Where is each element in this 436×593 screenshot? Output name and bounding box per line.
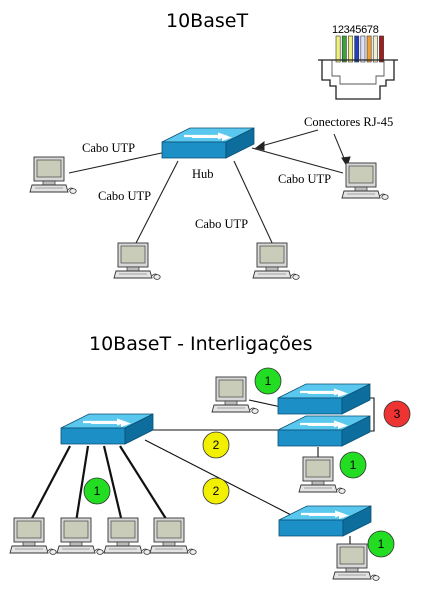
computer-icon: [56, 517, 104, 555]
computer-icon: [149, 517, 197, 555]
badge: 2: [202, 431, 230, 459]
title-10baset: 10BaseT: [166, 10, 248, 32]
pin-wire: [348, 35, 353, 63]
badge: 3: [383, 400, 411, 428]
computer-icon: [341, 162, 389, 200]
svg-text:1: 1: [265, 374, 272, 388]
svg-text:3: 3: [394, 407, 401, 421]
pin-wire: [360, 35, 366, 63]
pin-wire: [379, 35, 384, 63]
pin-wire: [366, 35, 372, 63]
svg-text:1: 1: [378, 537, 385, 551]
badge: 1: [83, 477, 111, 505]
switch-icon: [276, 414, 372, 448]
computer-icon: [252, 242, 300, 280]
badge: 1: [339, 451, 367, 479]
cable-label: Cabo UTP: [98, 189, 151, 203]
computer-icon: [298, 456, 346, 494]
connectors-label: Conectores RJ-45: [304, 115, 393, 129]
computer-icon: [113, 242, 161, 280]
computer-icon: [9, 517, 57, 555]
switch-icon: [277, 504, 373, 538]
svg-text:2: 2: [213, 438, 220, 452]
connector-arrows: [254, 129, 351, 168]
cable-label: Cabo UTP: [195, 217, 248, 231]
title-interligacoes: 10BaseT - Interligações: [89, 333, 313, 355]
computer-icon: [29, 156, 77, 194]
computer-icon: [211, 376, 259, 414]
badge: 1: [367, 530, 395, 558]
svg-text:2: 2: [213, 484, 220, 498]
badge: 2: [202, 477, 230, 505]
switch-icon: [59, 412, 155, 446]
hub-icon: [160, 126, 256, 160]
pin-wire: [354, 35, 360, 63]
switch-icon: [276, 382, 372, 416]
rj45-connector: 12345678: [318, 24, 398, 100]
cable-label: Cabo UTP: [82, 141, 135, 155]
pin-wire: [372, 35, 378, 63]
svg-text:1: 1: [94, 484, 101, 498]
pin-wires: [335, 35, 384, 63]
computer-icon: [103, 517, 151, 555]
pin-wire: [335, 35, 341, 63]
svg-text:1: 1: [350, 458, 357, 472]
pin-wire: [341, 35, 347, 63]
cable-label: Cabo UTP: [278, 172, 331, 186]
badge: 1: [254, 367, 282, 395]
hub-label: Hub: [192, 167, 214, 181]
pin-numbers: 12345678: [332, 24, 379, 36]
top-cables: [68, 147, 344, 248]
